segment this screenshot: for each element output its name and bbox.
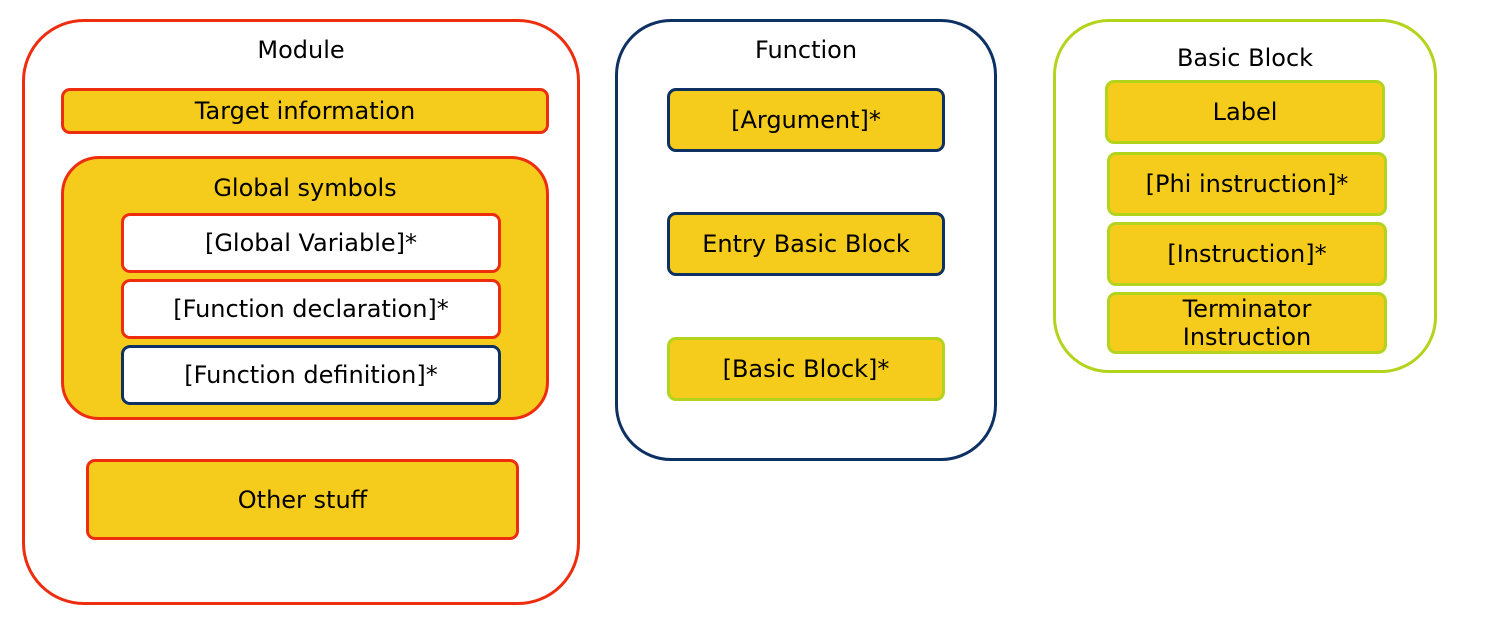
terminator-instruction-label: Terminator Instruction <box>1182 295 1312 351</box>
label-box: Label <box>1105 80 1385 144</box>
function-declaration-box: [Function declaration]* <box>121 279 501 339</box>
global-symbols-title: Global symbols <box>213 174 397 202</box>
other-stuff-box: Other stuff <box>86 459 519 540</box>
entry-basic-block-box: Entry Basic Block <box>667 212 945 276</box>
phi-instruction-box: [Phi instruction]* <box>1107 152 1387 216</box>
terminator-instruction-box: Terminator Instruction <box>1107 292 1387 354</box>
global-variable-box: [Global Variable]* <box>121 213 501 273</box>
module-title: Module <box>257 36 345 64</box>
instruction-label: [Instruction]* <box>1167 240 1327 268</box>
target-information-box: Target information <box>61 88 549 134</box>
basic-block-list-label: [Basic Block]* <box>722 355 890 383</box>
function-definition-label: [Function definition]* <box>184 361 438 389</box>
function-definition-box: [Function definition]* <box>121 345 501 405</box>
phi-instruction-label: [Phi instruction]* <box>1145 170 1349 198</box>
instruction-box: [Instruction]* <box>1107 222 1387 286</box>
basic-block-title: Basic Block <box>1176 44 1314 72</box>
target-information-label: Target information <box>194 97 416 125</box>
global-variable-label: [Global Variable]* <box>204 229 418 257</box>
function-title: Function <box>754 36 858 64</box>
entry-basic-block-label: Entry Basic Block <box>702 230 910 258</box>
function-declaration-label: [Function declaration]* <box>173 295 449 323</box>
argument-box: [Argument]* <box>667 88 945 152</box>
label-label: Label <box>1212 98 1278 126</box>
argument-label: [Argument]* <box>731 106 881 134</box>
other-stuff-label: Other stuff <box>237 485 368 514</box>
basic-block-list-box: [Basic Block]* <box>667 337 945 401</box>
